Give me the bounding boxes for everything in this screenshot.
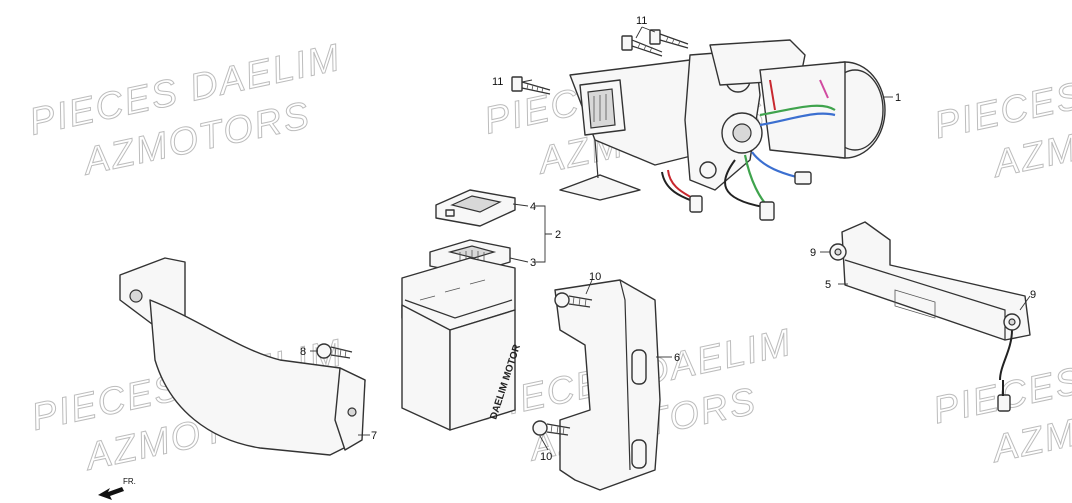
watermark-1: PIECES DAELIM AZMOTORS — [25, 36, 345, 184]
front-direction-indicator: FR. — [98, 477, 136, 500]
part-5-bracket-bar — [841, 221, 1031, 412]
part-6-bracket — [554, 279, 661, 491]
callout-3: 3 — [530, 257, 536, 269]
nut-9-right — [1003, 313, 1021, 331]
callout-10-upper: 10 — [589, 271, 601, 283]
callout-8: 8 — [300, 346, 306, 358]
callout-11-top: 11 — [636, 15, 647, 27]
callout-6: 6 — [674, 352, 680, 364]
part-1-key-switch-unit — [559, 39, 886, 221]
callout-5: 5 — [825, 279, 831, 291]
callout-9-right: 9 — [1030, 289, 1036, 301]
callout-4: 4 — [530, 201, 536, 213]
bolt-10-upper — [554, 292, 593, 308]
part-7-bracket — [119, 257, 366, 456]
callout-11-left: 11 — [492, 76, 503, 88]
bolt-11-upper-2 — [649, 29, 689, 49]
callout-2: 2 — [555, 229, 561, 241]
part-4-cover-cap — [435, 189, 516, 227]
bolt-11-upper-1 — [621, 35, 663, 57]
bolt-8 — [316, 343, 353, 359]
ecu-unit: DAELIM MOTOR — [401, 257, 523, 431]
callout-1: 1 — [895, 92, 901, 104]
bolt-10-lower — [532, 420, 571, 436]
callout-10-lower: 10 — [540, 451, 552, 463]
nut-9-left — [829, 243, 847, 261]
svg-text:FR.: FR. — [123, 477, 136, 486]
callout-7: 7 — [371, 430, 377, 442]
bolt-11-left — [511, 76, 551, 95]
svg-text:AZM: AZM — [988, 127, 1072, 186]
watermark-5: PIECES AZM — [930, 74, 1072, 186]
svg-text:AZM: AZM — [987, 412, 1072, 471]
callout-9-left: 9 — [810, 247, 816, 259]
front-arrow-icon — [98, 487, 124, 500]
callout-leaders — [310, 26, 1031, 451]
